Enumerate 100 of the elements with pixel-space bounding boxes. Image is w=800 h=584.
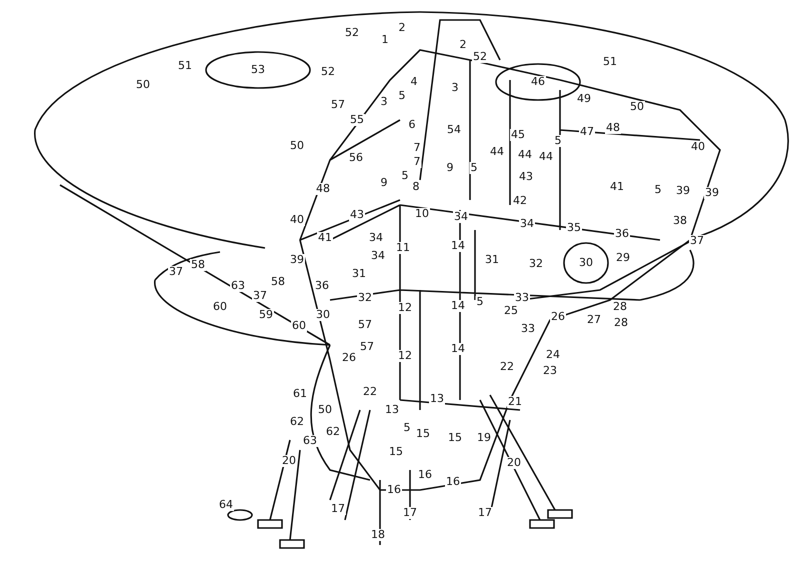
callout-number: 58 bbox=[270, 276, 286, 288]
callout-number: 34 bbox=[370, 250, 386, 262]
callout-number: 52 bbox=[320, 66, 336, 78]
callout-number: 41 bbox=[609, 181, 625, 193]
callout-number: 30 bbox=[578, 257, 594, 269]
callout-number: 56 bbox=[348, 152, 364, 164]
callout-number: 57 bbox=[330, 99, 346, 111]
callout-number: 27 bbox=[586, 314, 602, 326]
callout-number: 59 bbox=[258, 309, 274, 321]
callout-number: 52 bbox=[472, 51, 488, 63]
callout-number: 31 bbox=[484, 254, 500, 266]
callout-number: 16 bbox=[445, 476, 461, 488]
callout-number: 8 bbox=[412, 181, 420, 193]
callout-number: 50 bbox=[135, 79, 151, 91]
callout-number: 33 bbox=[520, 323, 536, 335]
callout-number: 29 bbox=[615, 252, 631, 264]
callout-number: 34 bbox=[453, 211, 469, 223]
callout-number: 57 bbox=[357, 319, 373, 331]
callout-number: 9 bbox=[380, 177, 388, 189]
callout-number: 36 bbox=[314, 280, 330, 292]
callout-number: 48 bbox=[605, 122, 621, 134]
callout-number: 30 bbox=[315, 309, 331, 321]
callout-number: 18 bbox=[370, 529, 386, 541]
callout-number: 38 bbox=[672, 215, 688, 227]
callout-number: 61 bbox=[292, 388, 308, 400]
callout-number: 14 bbox=[450, 240, 466, 252]
callout-number: 44 bbox=[538, 151, 554, 163]
callout-number: 52 bbox=[344, 27, 360, 39]
callout-number: 19 bbox=[476, 432, 492, 444]
callout-number: 22 bbox=[499, 361, 515, 373]
callout-number: 17 bbox=[477, 507, 493, 519]
callout-number: 45 bbox=[510, 129, 526, 141]
callout-number: 33 bbox=[514, 292, 530, 304]
callout-number: 17 bbox=[402, 507, 418, 519]
callout-number: 3 bbox=[380, 96, 388, 108]
callout-number: 39 bbox=[289, 254, 305, 266]
callout-number: 50 bbox=[317, 404, 333, 416]
callout-number: 14 bbox=[450, 300, 466, 312]
callout-number: 13 bbox=[429, 393, 445, 405]
callout-number: 44 bbox=[489, 146, 505, 158]
callout-number: 34 bbox=[368, 232, 384, 244]
callout-number: 42 bbox=[512, 195, 528, 207]
callout-number: 15 bbox=[447, 432, 463, 444]
callout-number: 36 bbox=[614, 228, 630, 240]
callout-number: 3 bbox=[450, 82, 460, 94]
callout-number: 43 bbox=[349, 209, 365, 221]
callout-number: 58 bbox=[190, 259, 206, 271]
callout-number: 7 bbox=[412, 142, 422, 154]
callout-number: 23 bbox=[542, 365, 558, 377]
callout-number: 21 bbox=[507, 396, 523, 408]
callout-number: 14 bbox=[450, 343, 466, 355]
callout-number: 28 bbox=[613, 317, 629, 329]
callout-number: 5 bbox=[400, 170, 410, 182]
callout-number: 10 bbox=[414, 208, 430, 220]
callout-number: 62 bbox=[289, 416, 305, 428]
callout-number: 47 bbox=[579, 126, 595, 138]
callout-number: 28 bbox=[612, 301, 628, 313]
callout-number: 51 bbox=[177, 60, 193, 72]
callout-number: 25 bbox=[503, 305, 519, 317]
callout-number: 41 bbox=[317, 232, 333, 244]
callout-number: 11 bbox=[395, 242, 411, 254]
callout-number: 15 bbox=[388, 446, 404, 458]
callout-number: 16 bbox=[386, 484, 402, 496]
callout-number: 50 bbox=[629, 101, 645, 113]
callout-number: 39 bbox=[704, 187, 720, 199]
callout-number: 13 bbox=[384, 404, 400, 416]
callout-number: 44 bbox=[517, 149, 533, 161]
callout-number: 32 bbox=[357, 292, 373, 304]
callout-number: 17 bbox=[330, 503, 346, 515]
callout-number: 31 bbox=[351, 268, 367, 280]
callout-number: 55 bbox=[349, 114, 365, 126]
callout-number: 20 bbox=[506, 457, 522, 469]
callout-number: 63 bbox=[230, 280, 246, 292]
callout-number: 22 bbox=[362, 386, 378, 398]
callout-number: 5 bbox=[470, 162, 478, 174]
callout-number: 7 bbox=[412, 156, 422, 168]
callout-number: 20 bbox=[281, 455, 297, 467]
callout-number: 53 bbox=[250, 64, 266, 76]
callout-number: 24 bbox=[545, 349, 561, 361]
callout-number: 34 bbox=[519, 218, 535, 230]
callout-number: 37 bbox=[252, 290, 268, 302]
callout-number: 51 bbox=[602, 56, 618, 68]
callout-number: 43 bbox=[518, 171, 534, 183]
callout-number: 5 bbox=[554, 135, 562, 147]
callout-number: 4 bbox=[410, 76, 418, 88]
callout-number: 12 bbox=[397, 302, 413, 314]
callout-number: 6 bbox=[408, 119, 416, 131]
callout-number: 64 bbox=[218, 499, 234, 511]
callout-number: 5 bbox=[476, 296, 484, 308]
callout-number: 46 bbox=[530, 76, 546, 88]
callout-number: 40 bbox=[690, 141, 706, 153]
callout-number: 39 bbox=[675, 185, 691, 197]
callout-number: 60 bbox=[212, 301, 228, 313]
callout-number: 15 bbox=[415, 428, 431, 440]
callout-number: 2 bbox=[458, 39, 468, 51]
callout-number: 5 bbox=[654, 184, 662, 196]
callout-number: 26 bbox=[341, 352, 357, 364]
callout-number: 40 bbox=[289, 214, 305, 226]
callout-number: 12 bbox=[397, 350, 413, 362]
callout-number: 57 bbox=[359, 341, 375, 353]
